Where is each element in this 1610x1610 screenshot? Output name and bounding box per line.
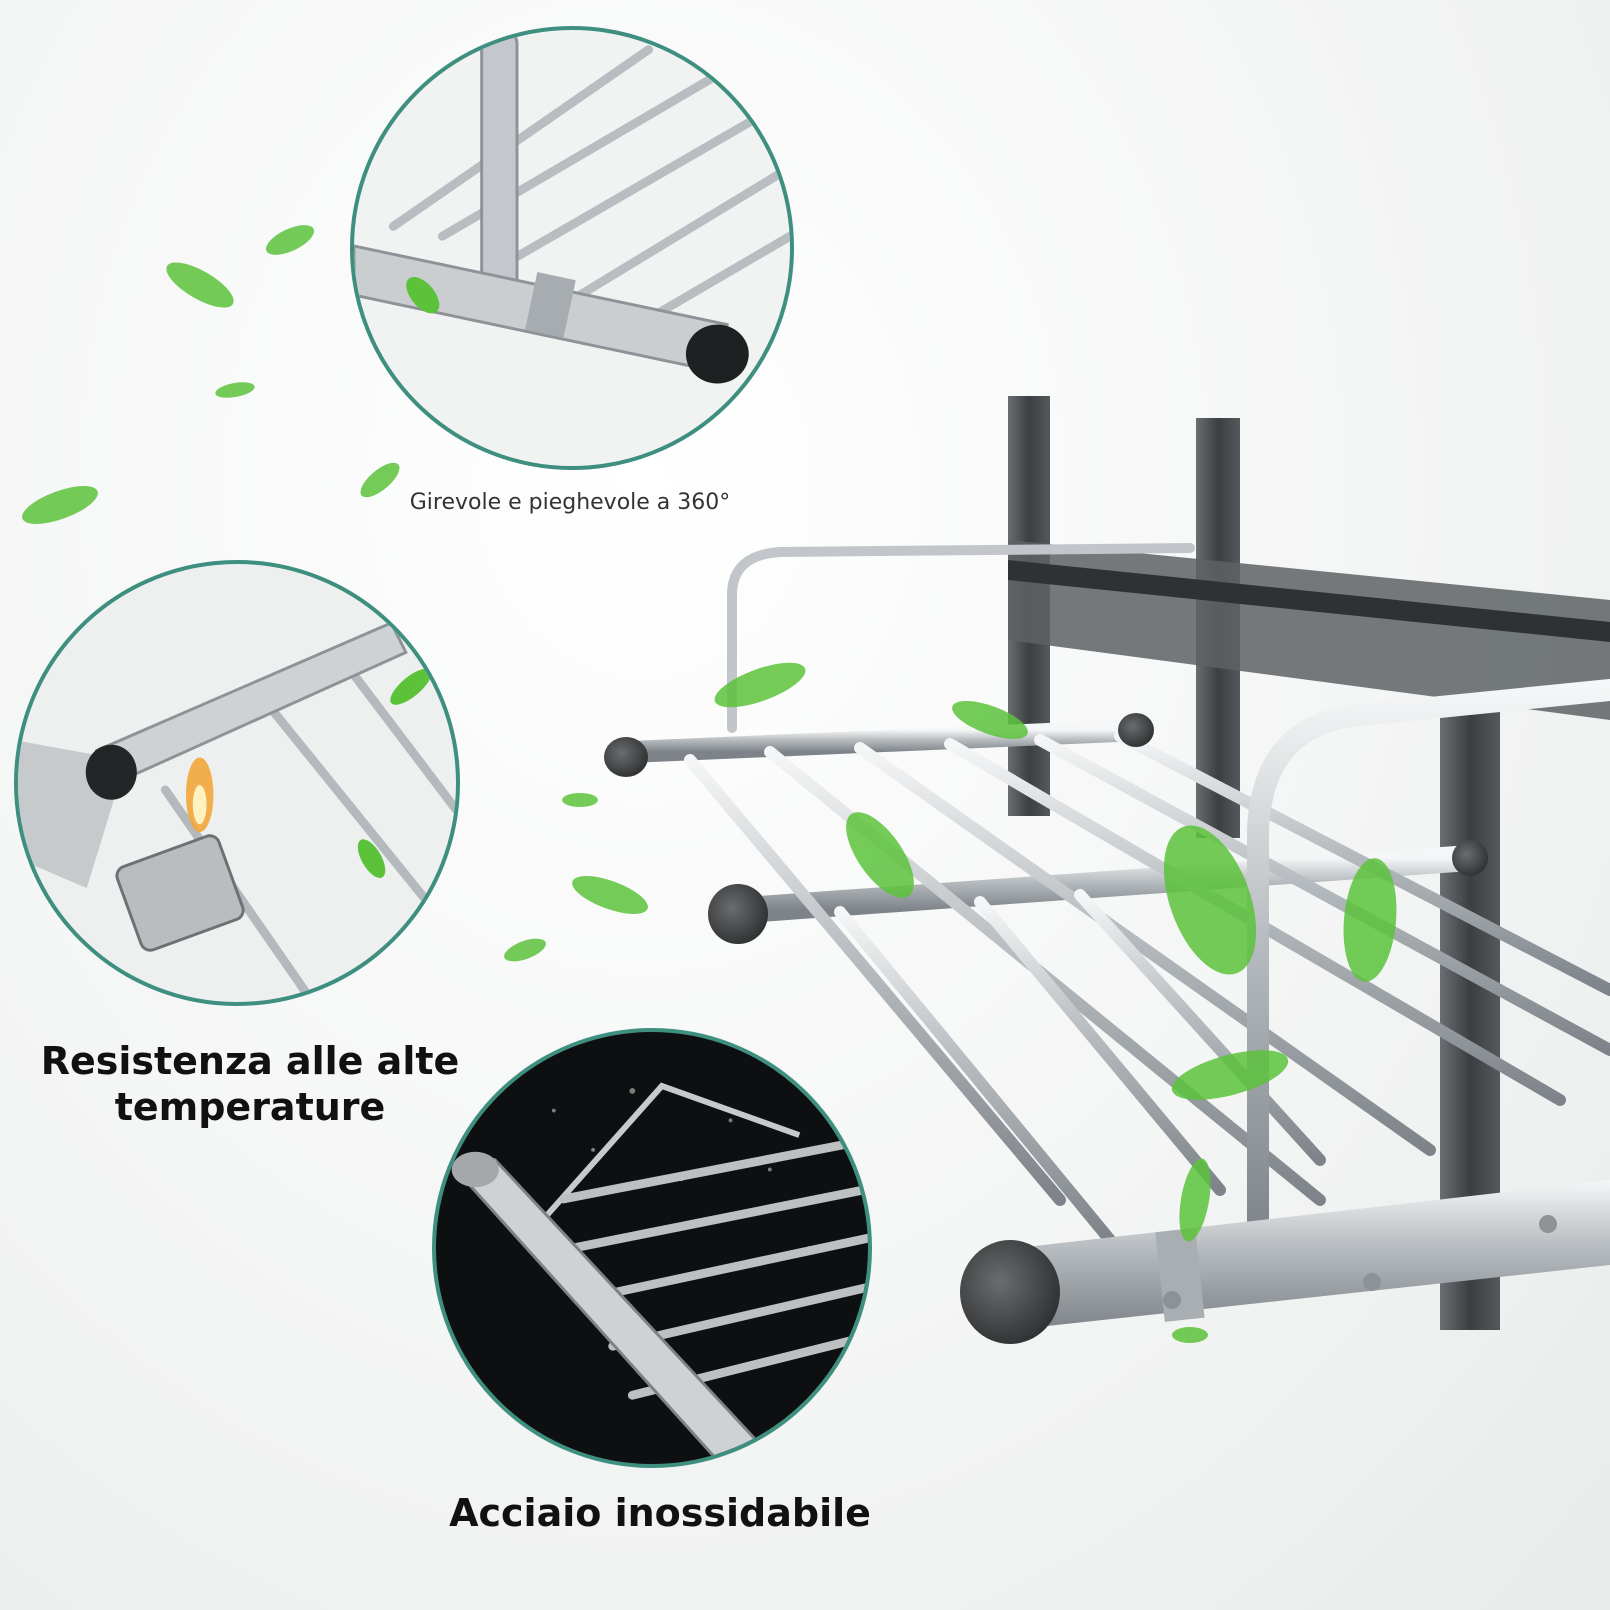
detail-circle-hinge: [350, 26, 794, 470]
rack-front-arch: [1247, 679, 1610, 1251]
front-tube: [1000, 1180, 1610, 1330]
leaf-decoration: [22, 225, 1397, 1343]
heat-feature-label: Resistenza alle alte temperature: [40, 1039, 460, 1129]
rotation-feature-label: Girevole e pieghevole a 360°: [409, 490, 731, 515]
detail-circle-steel: [432, 1028, 872, 1468]
detail-circle-heat: [14, 560, 460, 1006]
steel-feature-label: Acciaio inossidabile: [449, 1491, 871, 1535]
rack-rear-arch: [727, 543, 1195, 733]
rack-rods: [619, 719, 1610, 1246]
end-caps: [604, 713, 1488, 1344]
